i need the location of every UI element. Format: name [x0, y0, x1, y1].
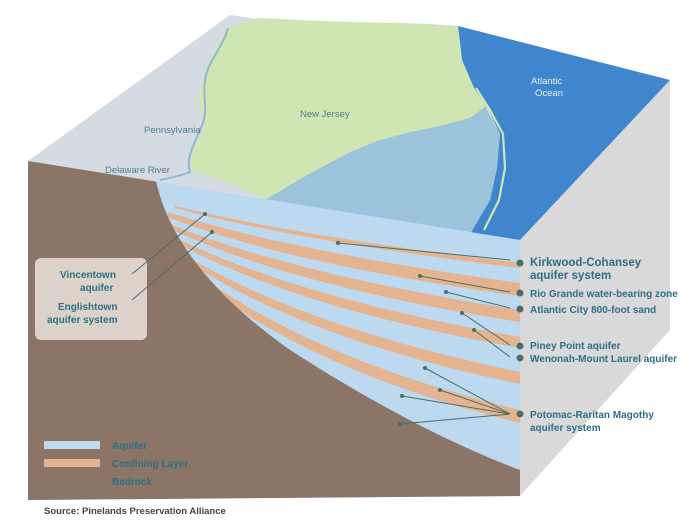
legend-swatch-aquifer: [44, 441, 100, 449]
confining-band: [180, 252, 520, 384]
legend-label-aquifer: Aquifer: [112, 441, 147, 452]
label-piney-point: Piney Point aquifer: [530, 341, 621, 352]
legend-label-bedrock: Bedrock: [112, 477, 152, 488]
left-callout-box: [35, 258, 147, 340]
label-rio-grande: Rio Grande water-bearing zone: [530, 289, 678, 300]
label-wenonah: Wenonah-Mount Laurel aquifer: [530, 354, 677, 365]
label-vincentown-1: Vincentown: [60, 270, 116, 281]
atlantic-ocean-area: [458, 26, 670, 240]
label-englishtown-1: Englishtown: [58, 302, 117, 313]
label-kirkwood-1: Kirkwood-Cohansey: [530, 257, 642, 269]
confining-band: [168, 212, 520, 296]
label-delaware-river: Delaware River: [105, 165, 170, 176]
label-englishtown-2: aquifer system: [47, 315, 118, 326]
delaware-river-line: [159, 27, 229, 181]
legend-swatch-bedrock: [44, 477, 100, 485]
label-pennsylvania: Pennsylvania: [144, 125, 201, 136]
confining-band: [190, 268, 520, 423]
label-atlantic: Atlantic: [531, 76, 562, 87]
coastal-plain-land: [265, 106, 500, 234]
block-right-face: [520, 80, 670, 496]
barrier-islands: [475, 87, 507, 231]
label-kirkwood-2: aquifer system: [530, 270, 611, 282]
legend: Aquifer Confining Layer Bedrock: [44, 441, 188, 488]
leader-lines: [131, 213, 511, 425]
new-jersey-land: [190, 18, 486, 200]
cross-section: [28, 161, 520, 500]
label-potomac-2: aquifer system: [530, 423, 601, 434]
label-vincentown-2: aquifer: [80, 283, 113, 294]
bedrock-wedge: [28, 161, 520, 500]
legend-swatch-confining: [44, 459, 100, 467]
label-ocean: Ocean: [535, 88, 563, 99]
confining-band: [170, 224, 520, 322]
leader-dots: [203, 212, 524, 426]
label-new-jersey: New Jersey: [300, 109, 350, 120]
label-potomac-1: Potomac-Raritan Magothy: [530, 410, 654, 421]
confining-band: [174, 237, 520, 348]
source-credit: Source: Pinelands Preservation Alliance: [44, 506, 226, 517]
label-atlantic-city: Atlantic City 800-foot sand: [530, 305, 656, 316]
legend-label-confining: Confining Layer: [112, 459, 188, 470]
